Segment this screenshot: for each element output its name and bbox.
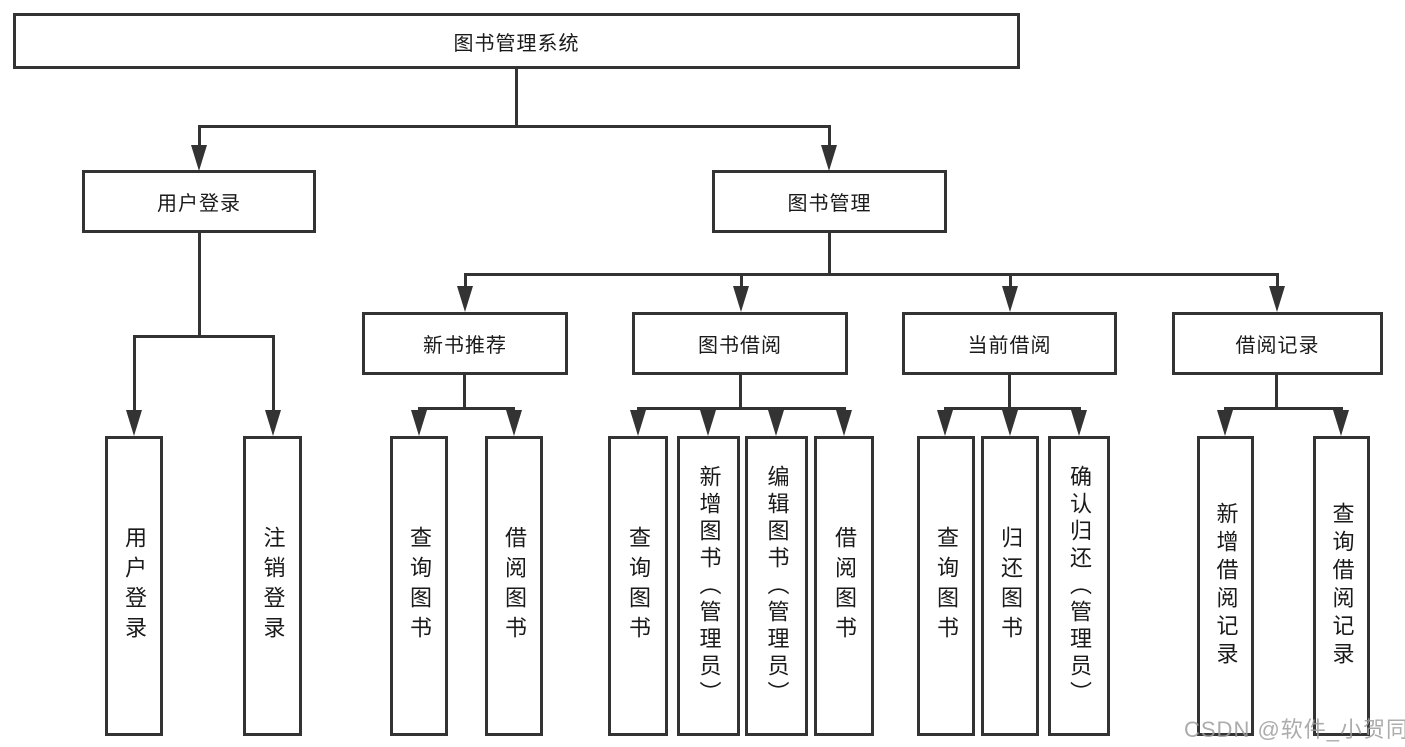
connector-records-bus	[1224, 407, 1343, 410]
leaf-borrow-books-1: 借阅图书	[485, 436, 543, 736]
arrowhead-icon	[1002, 410, 1018, 436]
csdn-watermark: CSDN @软件_小贺同学	[1184, 717, 1405, 742]
leaf-borrow-books-2: 借阅图书	[814, 436, 874, 736]
node-label: 当前借阅	[967, 335, 1052, 357]
arrowhead-icon	[1002, 286, 1018, 312]
node-root-library-system: 图书管理系统	[13, 13, 1020, 69]
connector-current-drop	[1008, 375, 1011, 410]
connector-drop-leaf	[272, 335, 275, 414]
arrowhead-icon	[821, 145, 837, 171]
connector-drop-level3	[1276, 273, 1279, 289]
arrowhead-icon	[1269, 286, 1285, 312]
leaf-query-books-1: 查询图书	[390, 436, 448, 736]
connector-drop-level3	[1009, 273, 1012, 289]
connector-drop-user-login	[198, 125, 201, 149]
node-label: 注销登录	[260, 526, 286, 646]
node-label: 用户登录	[122, 526, 147, 646]
leaf-logout: 注销登录	[243, 436, 302, 736]
arrowhead-icon	[265, 410, 281, 436]
arrowhead-icon	[506, 410, 522, 436]
connector-borrow-drop	[739, 375, 742, 410]
node-new-book-recommend: 新书推荐	[362, 312, 568, 375]
node-label: 新书推荐	[423, 335, 507, 357]
connector-root-bus	[198, 125, 831, 128]
arrowhead-icon	[1333, 410, 1349, 436]
node-book-management: 图书管理	[712, 170, 947, 233]
leaf-query-borrow-record: 查询借阅记录	[1313, 436, 1370, 736]
arrowhead-icon	[836, 410, 852, 436]
node-label: 借阅记录	[1235, 335, 1320, 357]
leaf-add-book-admin: 新增图书（管理员）	[677, 436, 740, 736]
connector-borrow-bus	[637, 407, 846, 410]
arrowhead-icon	[630, 410, 646, 436]
connector-newbook-bus	[418, 407, 515, 410]
node-label: 确认归还（管理员）	[1067, 464, 1092, 708]
connector-userlogin-bus	[133, 335, 274, 338]
node-label: 查询图书	[626, 526, 651, 646]
connector-drop-level3	[464, 273, 467, 289]
leaf-confirm-return-admin: 确认归还（管理员）	[1048, 436, 1110, 736]
leaf-query-books-2: 查询图书	[608, 436, 668, 736]
arrowhead-icon	[411, 410, 427, 436]
leaf-return-books: 归还图书	[981, 436, 1039, 736]
connector-root-drop	[515, 68, 518, 125]
connector-bookmgmt-drop	[828, 233, 831, 275]
node-label: 查询图书	[407, 526, 432, 646]
arrowhead-icon	[1071, 410, 1087, 436]
connector-drop-level3	[740, 273, 743, 289]
connector-drop-leaf	[133, 335, 136, 414]
arrowhead-icon	[457, 286, 473, 312]
node-label: 借阅图书	[502, 526, 527, 646]
leaf-add-borrow-record: 新增借阅记录	[1197, 436, 1254, 736]
arrowhead-icon	[700, 410, 716, 436]
node-label: 用户登录	[157, 193, 241, 215]
arrowhead-icon	[768, 410, 784, 436]
connector-userlogin-drop	[198, 232, 201, 337]
node-label: 图书管理系统	[453, 32, 580, 55]
node-label: 归还图书	[998, 526, 1023, 646]
connector-bookmgmt-bus	[464, 273, 1279, 276]
connector-newbook-drop	[463, 375, 466, 410]
node-label: 查询图书	[934, 526, 959, 646]
connector-current-bus	[944, 407, 1081, 410]
arrowhead-icon	[1217, 410, 1233, 436]
connector-records-drop	[1275, 375, 1278, 410]
node-label: 新增图书（管理员）	[696, 464, 722, 708]
node-label: 图书借阅	[698, 335, 782, 357]
node-book-borrowing: 图书借阅	[632, 312, 848, 375]
arrowhead-icon	[191, 145, 207, 171]
leaf-user-login: 用户登录	[105, 436, 163, 736]
node-borrowing-records: 借阅记录	[1172, 312, 1383, 375]
leaf-edit-book-admin: 编辑图书（管理员）	[745, 436, 808, 736]
node-current-borrowing: 当前借阅	[902, 312, 1117, 375]
node-label: 新增借阅记录	[1213, 502, 1239, 670]
arrowhead-icon	[126, 410, 142, 436]
connector-drop-book-mgmt	[828, 125, 831, 149]
node-user-login: 用户登录	[82, 170, 316, 233]
leaf-query-books-3: 查询图书	[917, 436, 975, 736]
node-label: 借阅图书	[832, 526, 857, 646]
arrowhead-icon	[733, 286, 749, 312]
arrowhead-icon	[937, 410, 953, 436]
node-label: 编辑图书（管理员）	[764, 464, 790, 708]
node-label: 查询借阅记录	[1329, 502, 1355, 670]
node-label: 图书管理	[787, 193, 872, 215]
